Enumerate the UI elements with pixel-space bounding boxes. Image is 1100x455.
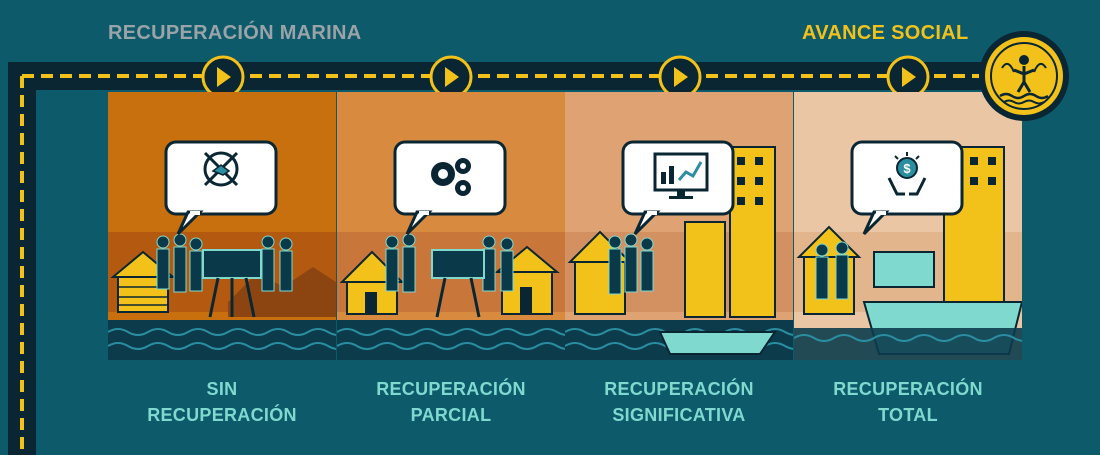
stage-panel-recuperacion-total: $	[794, 92, 1022, 360]
lotus-figure-icon	[979, 31, 1069, 121]
stage-caption-1: SIN RECUPERACIÓN	[108, 376, 336, 428]
stage-caption-line1: RECUPERACIÓN	[376, 379, 526, 399]
arrow-marker-4	[886, 55, 930, 99]
top-label-recuperacion-marina: RECUPERACIÓN MARINA	[108, 22, 362, 44]
stage-caption-line2: TOTAL	[878, 405, 938, 425]
stage-caption-line1: RECUPERACIÓN	[833, 379, 983, 399]
stage-caption-2: RECUPERACIÓN PARCIAL	[337, 376, 565, 428]
svg-text:$: $	[903, 161, 911, 176]
stage-caption-line2: RECUPERACIÓN	[147, 405, 297, 425]
arrow-marker-2	[429, 55, 473, 99]
handshake-icon	[203, 151, 239, 187]
stage-panel-recuperacion-parcial	[337, 92, 565, 360]
chart-monitor-icon	[653, 152, 709, 199]
stage-caption-line2: PARCIAL	[410, 405, 492, 425]
stage-caption-line1: RECUPERACIÓN	[604, 379, 754, 399]
gears-icon	[431, 158, 471, 196]
stage-caption-3: RECUPERACIÓN SIGNIFICATIVA	[565, 376, 793, 428]
stage-caption-line2: SIGNIFICATIVA	[612, 405, 746, 425]
money-hands-icon: $	[887, 152, 927, 196]
stage-caption-line1: SIN	[206, 379, 238, 399]
stage-panel-recuperacion-significativa	[565, 92, 793, 360]
top-label-avance-social: AVANCE SOCIAL	[802, 22, 969, 44]
stage-caption-4: RECUPERACIÓN TOTAL	[794, 376, 1022, 428]
stage-panel-sin-recuperacion	[108, 92, 336, 360]
